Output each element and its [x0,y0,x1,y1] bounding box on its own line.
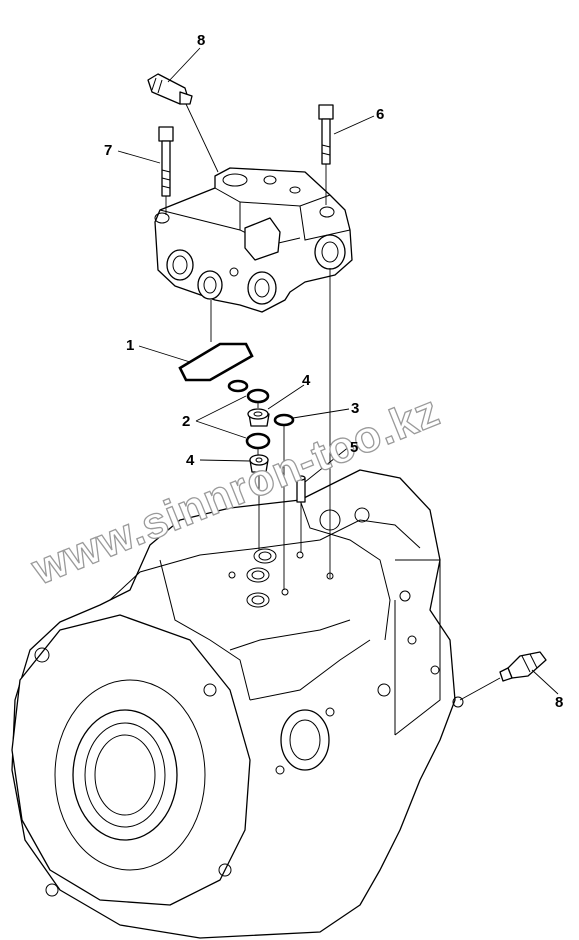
plug-4-lower [249,454,269,473]
valve-block [154,167,353,313]
callout-7: 7 [104,142,112,159]
callout-8-top: 8 [197,32,205,49]
callout-2: 2 [182,413,190,430]
callout-4-lower: 4 [186,452,195,469]
o-ring-1 [178,342,254,382]
assembly-lines [165,103,501,701]
cap-screw-6 [318,104,334,165]
cap-screw-7 [158,126,174,197]
callout-6: 6 [376,106,384,123]
side-port [275,707,335,775]
callouts: 8 6 7 1 4 2 3 4 5 8 [104,32,563,711]
leader-lines [117,47,559,695]
mounting-face-ports [228,548,334,608]
pump-front-flange [11,614,251,906]
callout-1: 1 [126,337,134,354]
o-ring-3 [273,413,295,427]
callout-8-side: 8 [555,694,563,711]
pin-5 [296,475,306,503]
plug-4-upper [247,408,270,427]
fitting-8-side [499,651,547,682]
callout-4-upper: 4 [302,372,311,389]
fitting-8-top [147,73,193,105]
callout-5: 5 [350,439,358,456]
callout-3: 3 [351,400,359,417]
